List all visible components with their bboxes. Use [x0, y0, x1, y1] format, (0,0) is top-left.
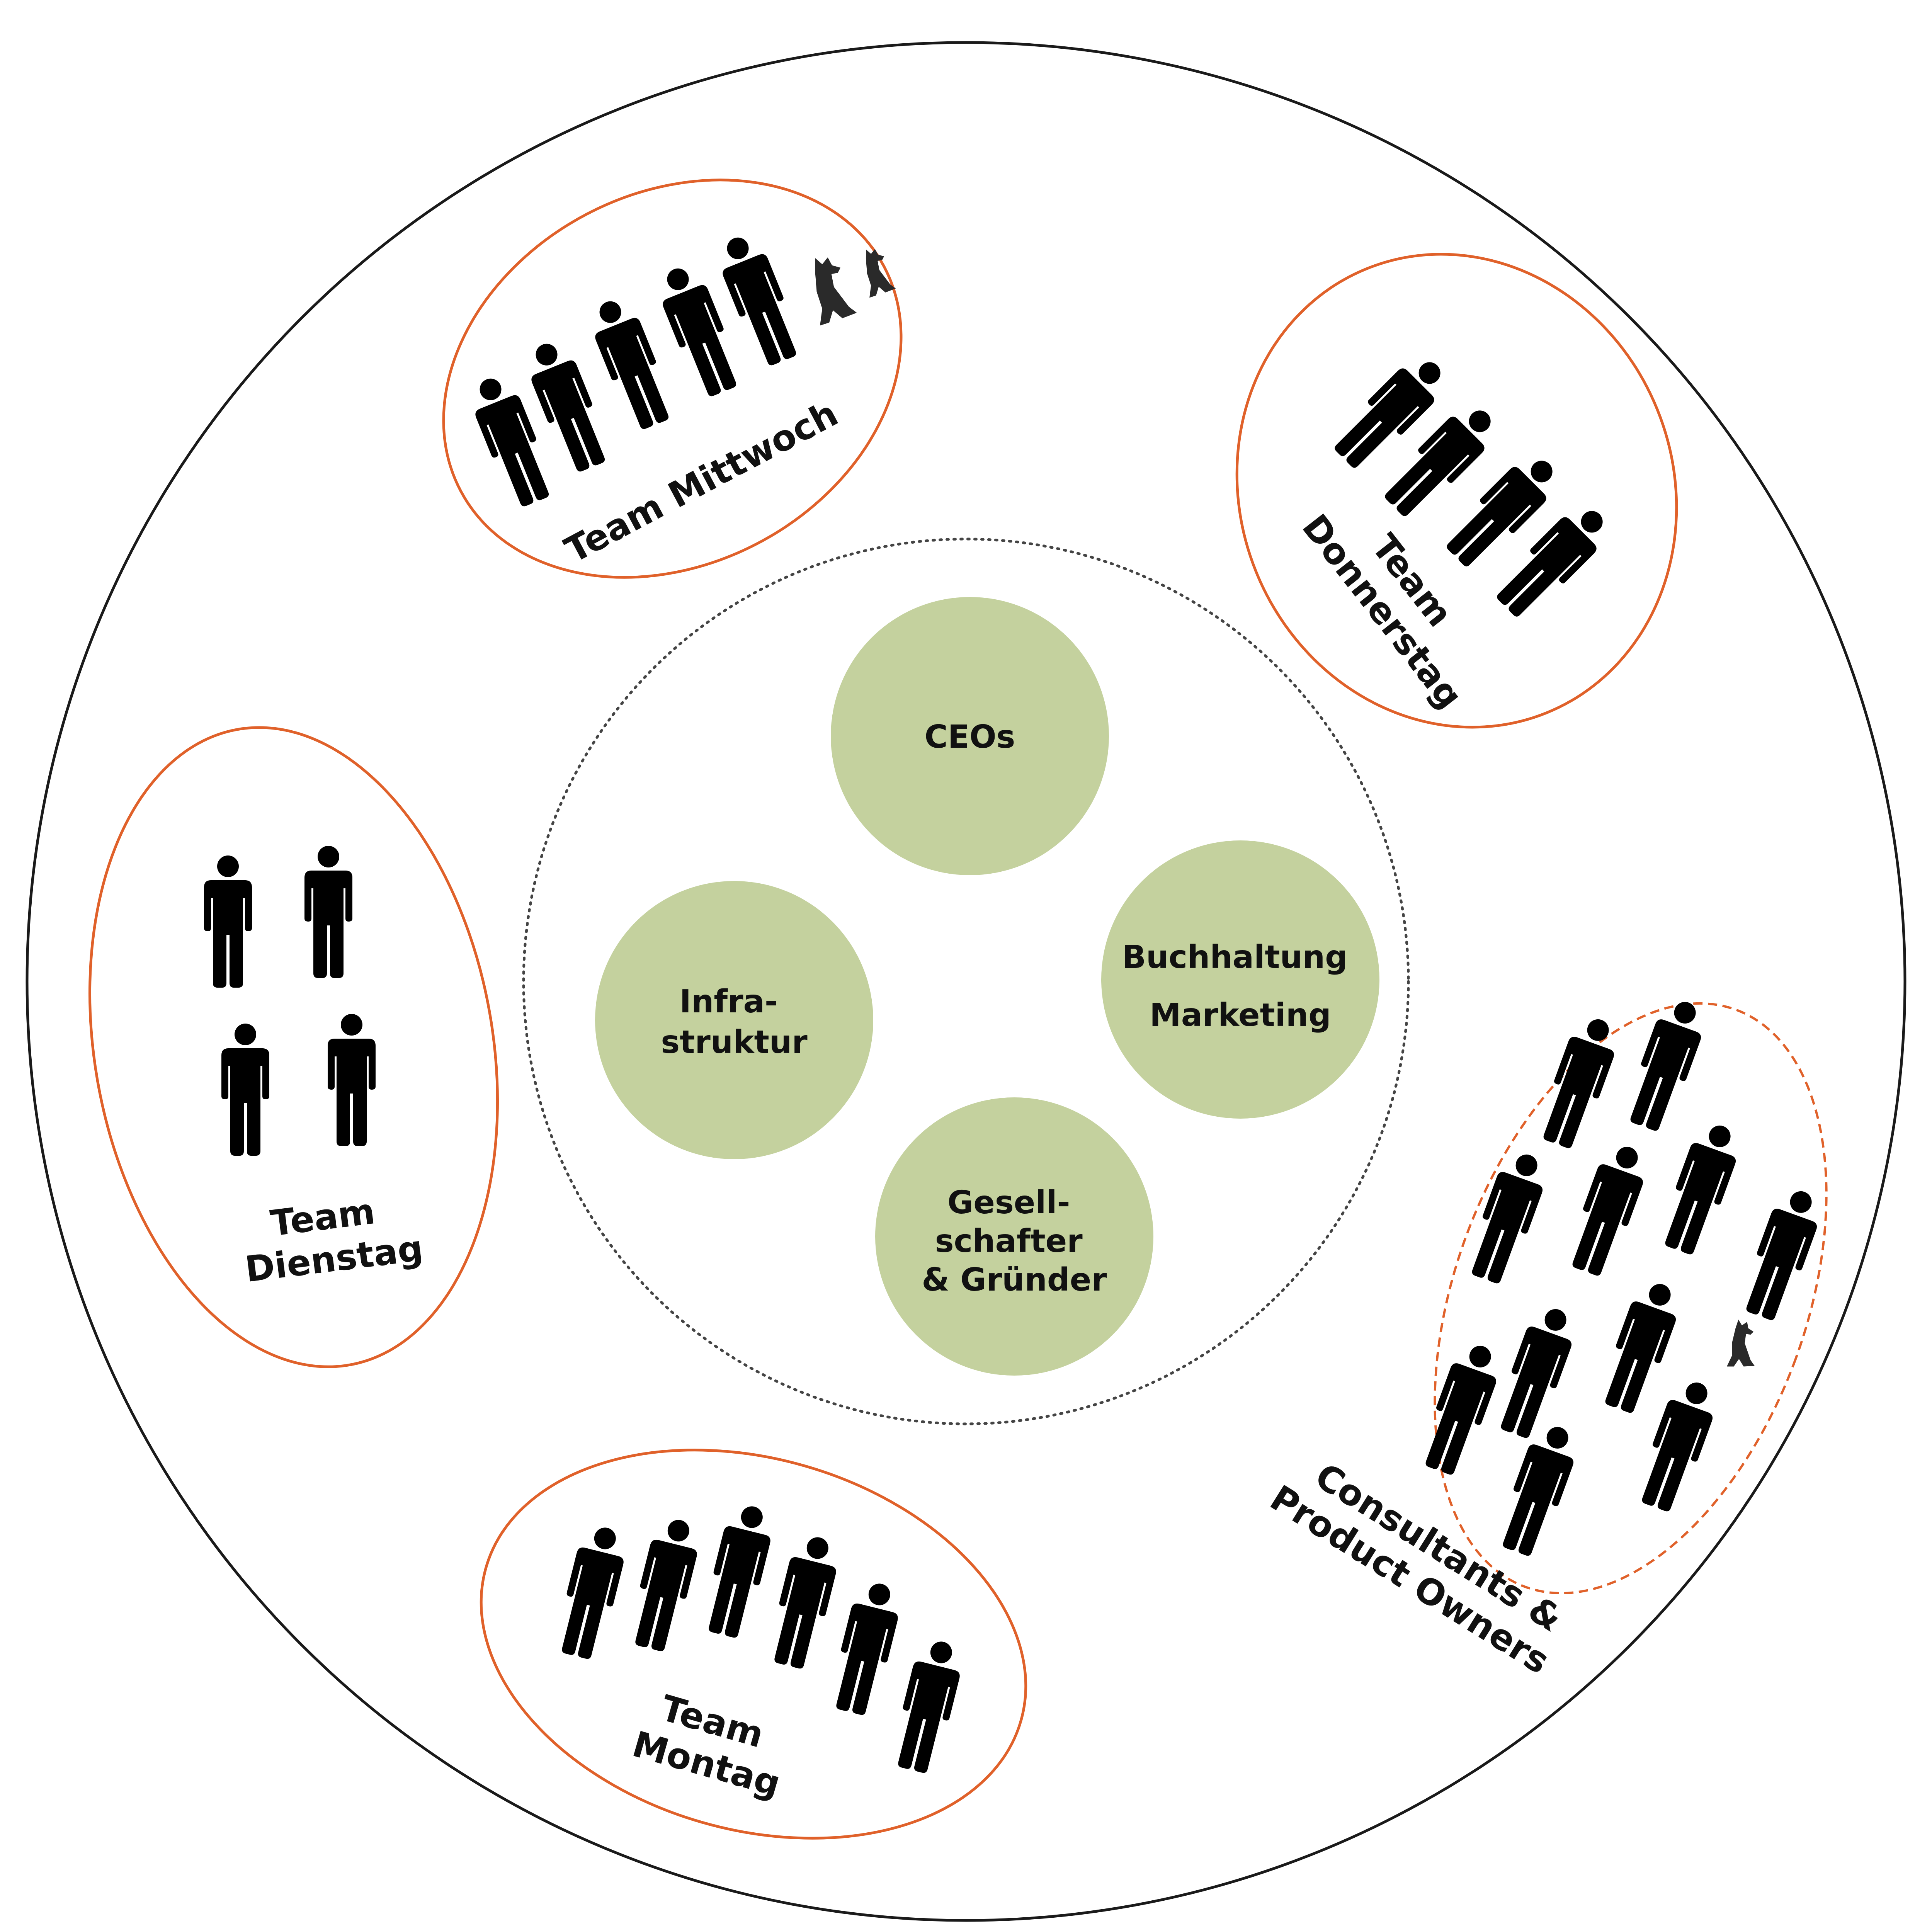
core-unit-gesellschafter: Gesell- schafter & Gründer [875, 1097, 1153, 1376]
person-icon [1534, 1012, 1624, 1153]
core-circle-ceos [831, 597, 1109, 875]
team-dienstag-people [204, 846, 376, 1156]
core-label-infrastruktur: Infra- struktur [661, 983, 808, 1061]
person-icon [888, 1636, 967, 1776]
core-unit-ceos: CEOs [831, 597, 1109, 875]
core-label-line: Gesell- [947, 1184, 1070, 1221]
core-ring [522, 537, 1410, 1425]
person-icon [626, 1514, 704, 1655]
team-montag-outline [480, 1449, 1027, 1840]
core-label-line: schafter [935, 1223, 1083, 1260]
team-dienstag: Team Dienstag [88, 726, 499, 1368]
person-icon [765, 1532, 844, 1672]
core-circle-buchhaltung-marketing [1101, 840, 1379, 1119]
core-label-ceos: CEOs [925, 719, 1015, 755]
team-consultants-dogs [1727, 1320, 1755, 1367]
team-label-line: Team Mittwoch [558, 393, 845, 571]
dog-icon [799, 251, 857, 326]
team-consultants-product-owners: Consultants & Product Owners [1263, 994, 1828, 1682]
person-icon [1491, 1301, 1582, 1442]
core-unit-buchhaltung-marketing: Buchhaltung Marketing [1101, 840, 1379, 1119]
person-icon [699, 1501, 778, 1641]
person-icon [328, 1014, 376, 1146]
person-icon [1632, 1375, 1723, 1516]
person-icon [1563, 1139, 1653, 1280]
team-mittwoch-outline [442, 179, 903, 579]
team-donnerstag: Team Donnerstag [1235, 253, 1678, 729]
team-mittwoch: Team Mittwoch [442, 179, 903, 579]
person-icon [221, 1024, 269, 1156]
team-consultants-outline [1434, 1002, 1828, 1595]
core-label-gesellschafter: Gesell- schafter & Gründer [922, 1184, 1107, 1298]
dog-icon [855, 244, 896, 298]
person-icon [1655, 1118, 1746, 1259]
team-montag-label: Team Montag [628, 1682, 797, 1805]
core-label-buchhaltung-marketing: Buchhaltung Marketing [1122, 939, 1359, 1034]
core-unit-infrastruktur: Infra- struktur [595, 881, 873, 1159]
core-circle-gesellschafter [875, 1097, 1153, 1376]
person-icon [827, 1578, 905, 1718]
person-icon [711, 229, 806, 370]
team-donnerstag-outline [1235, 253, 1678, 729]
person-icon [204, 855, 252, 988]
person-icon [584, 293, 678, 434]
person-icon [552, 1522, 631, 1662]
person-icon [1621, 994, 1711, 1135]
person-icon [304, 846, 352, 978]
team-mittwoch-label: Team Mittwoch [558, 393, 845, 571]
team-montag: Team Montag [480, 1449, 1027, 1840]
person-icon [1493, 1419, 1584, 1560]
core-label-line: Infra- [680, 983, 778, 1020]
core-label-line: Buchhaltung [1122, 939, 1348, 976]
core-label-line: struktur [661, 1024, 808, 1061]
core-label-line: CEOs [925, 719, 1015, 755]
organization-boundary [26, 41, 1906, 1922]
person-icon [520, 335, 614, 476]
team-mittwoch-dogs [799, 244, 896, 326]
team-dienstag-outline [88, 726, 499, 1368]
team-dienstag-label: Team Dienstag [238, 1185, 425, 1290]
core-label-line: Marketing [1150, 997, 1331, 1034]
person-icon [1416, 1338, 1507, 1479]
core-label-line: & Gründer [922, 1262, 1107, 1298]
person-icon [464, 370, 558, 511]
team-label-line: Dienstag [243, 1228, 425, 1291]
dog-icon [1727, 1320, 1755, 1367]
team-donnerstag-label: Team Donnerstag [1294, 481, 1504, 716]
person-icon [1462, 1147, 1553, 1288]
core-circle-infrastruktur [595, 881, 873, 1159]
